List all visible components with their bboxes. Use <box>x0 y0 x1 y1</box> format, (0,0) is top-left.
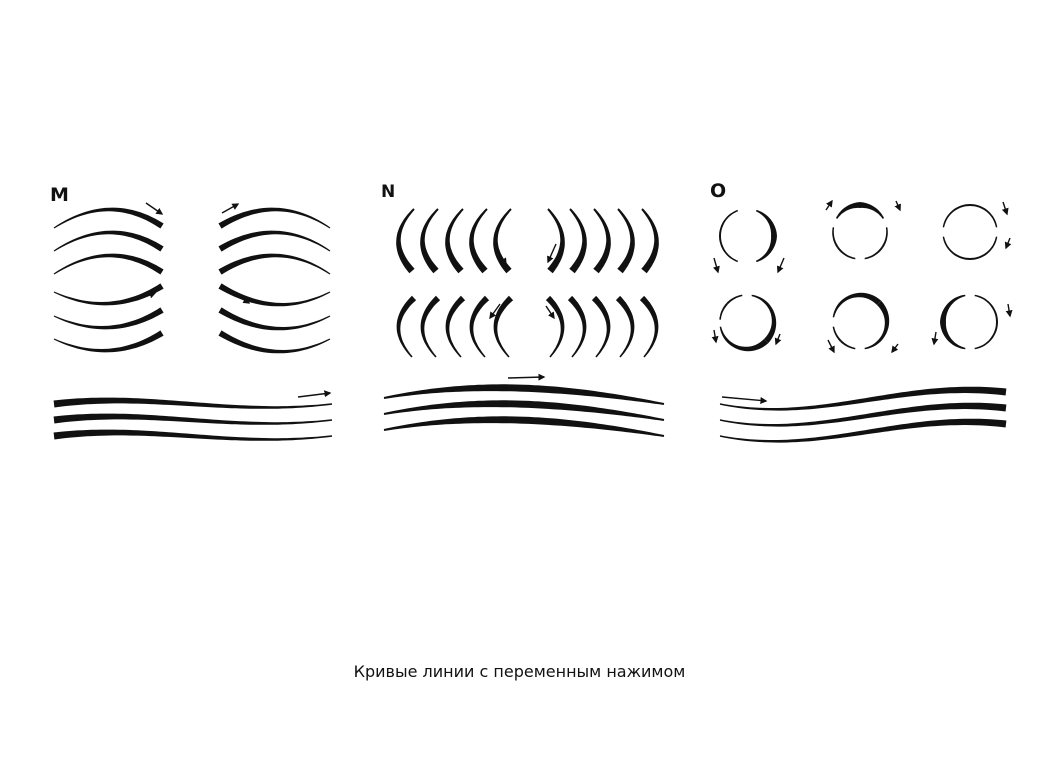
stroke-n-bottom-right <box>640 296 659 358</box>
stroke-o-ring <box>970 204 997 227</box>
arrow-icon <box>714 258 718 272</box>
stroke-m-right <box>219 307 331 330</box>
stroke-o-ring <box>832 227 839 248</box>
stroke-m-left <box>54 231 164 252</box>
arrow-icon <box>828 340 834 352</box>
arrow-icon <box>222 204 238 213</box>
arrow-icon <box>892 344 898 352</box>
stroke-o-ring <box>975 295 998 322</box>
stroke-n-bottom-left <box>421 296 441 358</box>
stroke-n-top-right <box>641 208 659 273</box>
arrow-icon <box>1006 238 1010 248</box>
stroke-n-top-right <box>593 208 611 273</box>
stroke-n-bottom-right <box>592 296 611 358</box>
stroke-o-ring <box>752 295 777 344</box>
stroke-o-ring <box>726 295 742 305</box>
stroke-n-long <box>384 416 664 437</box>
stroke-n-bottom-right <box>568 296 587 358</box>
stroke-o-ring <box>756 210 777 236</box>
arrow-icon <box>1003 202 1007 214</box>
stroke-m-long <box>54 414 333 425</box>
stroke-o-ring <box>970 237 997 260</box>
arrow-icon <box>826 201 832 210</box>
stroke-o-ring <box>833 327 842 342</box>
arrow-icon <box>298 393 330 397</box>
stroke-n-top-left <box>493 208 512 273</box>
stroke-o-ring <box>860 202 884 219</box>
arrow-icon <box>722 397 766 401</box>
stroke-m-left <box>54 283 164 305</box>
stroke-m-right <box>219 208 331 229</box>
stroke-o-ring <box>719 236 738 262</box>
arrow-icon <box>1008 304 1010 316</box>
stroke-m-left <box>54 307 164 329</box>
arrow-icon <box>776 334 780 344</box>
stroke-o-ring <box>975 322 998 349</box>
stroke-m-left <box>54 254 164 275</box>
stroke-n-top-left <box>445 208 464 273</box>
stroke-o-ring <box>837 247 855 259</box>
stroke-o-ring <box>756 236 777 262</box>
stroke-o-ring <box>865 301 890 350</box>
arrow-icon <box>508 377 544 378</box>
section-m-label: M <box>50 186 69 205</box>
stroke-n-bottom-left <box>397 296 417 358</box>
stroke-o-ring <box>940 295 965 322</box>
arrow-icon <box>934 332 936 344</box>
stroke-m-long <box>54 398 333 409</box>
stroke-o-ring <box>943 237 970 260</box>
stroke-m-left <box>54 208 164 229</box>
stroke-n-bottom-right <box>616 296 635 358</box>
section-o-label: O <box>710 182 726 201</box>
stroke-o-long <box>720 419 1007 443</box>
stroke-n-top-right <box>617 208 635 273</box>
stroke-m-right <box>219 254 331 275</box>
arrow-icon <box>778 258 784 272</box>
stroke-o-ring <box>881 227 888 248</box>
stroke-n-bottom-right <box>546 296 565 358</box>
stroke-m-left <box>54 330 164 352</box>
stroke-o-ring <box>719 210 738 236</box>
stroke-o-ring <box>840 340 855 349</box>
stroke-m-long <box>54 430 333 441</box>
stroke-o-ring <box>943 204 970 227</box>
section-o-strokes <box>714 201 1010 443</box>
section-n-label: N <box>381 184 395 201</box>
stroke-o-ring <box>719 303 727 320</box>
stroke-m-right <box>219 231 331 252</box>
stroke-o-ring <box>833 293 882 318</box>
section-m-strokes <box>54 203 333 441</box>
section-n-strokes <box>384 208 664 437</box>
stroke-m-right <box>219 330 331 353</box>
stroke-o-ring <box>865 247 883 259</box>
arrow-icon <box>146 203 162 214</box>
stroke-n-top-right <box>547 208 565 273</box>
stroke-n-top-left <box>396 208 415 273</box>
stroke-o-ring <box>836 202 860 219</box>
arrow-icon <box>714 330 716 342</box>
stroke-n-bottom-left <box>470 296 490 358</box>
stroke-n-bottom-left <box>494 296 513 358</box>
stroke-n-top-right <box>569 208 587 273</box>
stroke-n-bottom-left <box>446 296 466 358</box>
arrow-icon <box>896 201 900 210</box>
figure-caption: Кривые линии с переменным нажимом <box>0 662 1039 682</box>
stroke-o-ring <box>720 327 769 352</box>
stroke-o-ring <box>940 322 965 349</box>
stroke-n-top-left <box>420 208 439 273</box>
arrow-icon <box>546 306 554 318</box>
stroke-n-top-left <box>469 208 488 273</box>
